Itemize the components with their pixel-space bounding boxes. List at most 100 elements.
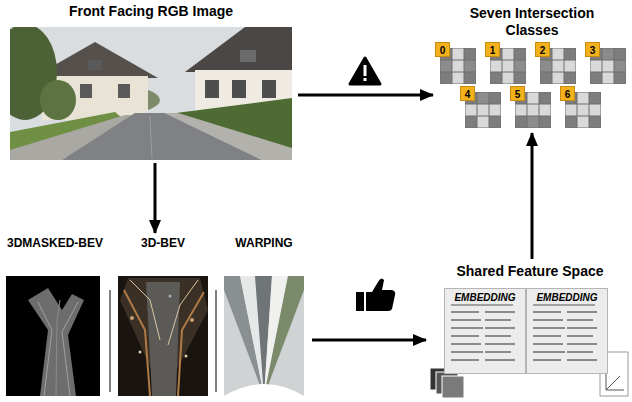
table-heading: EMBEDDING [527,289,607,304]
icon-cell [566,117,577,128]
embedding-table: EMBEDDING [526,288,608,374]
bev-panel: 3D-BEV [113,236,213,396]
class-number: 1 [486,43,499,57]
value-row [533,319,563,321]
icon-cell [453,49,464,60]
icon-cell [515,61,526,72]
icon-cell [565,73,576,84]
icon-cell [615,61,626,72]
icon-cell [603,61,614,72]
header-rule [451,305,513,306]
class-number: 2 [536,43,549,57]
value-row [567,335,593,337]
class-icon: 5 [515,92,551,128]
value-row [533,359,561,361]
bev-panel: WARPING [219,236,309,396]
icon-cell [578,93,589,104]
panel-label: WARPING [219,236,309,251]
value-row [533,327,565,329]
class-number: 5 [511,87,524,101]
icon-cell [490,93,501,104]
class-badge: 6 [560,86,575,101]
icon-cell [540,105,551,116]
icon-cell [603,49,614,60]
value-row [451,335,479,337]
panel-heading: Shared Feature Space [429,262,631,280]
value-row [567,359,597,361]
separator-line [216,290,217,392]
icon-cell [503,73,514,84]
icon-cell [590,117,601,128]
value-row [567,327,597,329]
street-photo [10,27,292,160]
icon-cell [528,105,539,116]
icon-cell [478,105,489,116]
icon-cell [528,117,539,128]
icon-cell [578,105,589,116]
icon-cell [441,61,452,72]
class-icon: 4 [465,92,501,128]
flow-arrow [312,339,426,342]
bev-panel: 3DMASKED-BEV [2,236,108,396]
class-number: 6 [561,87,574,101]
icon-cell [478,93,489,104]
icon-cell [541,61,552,72]
embedding-table: EMBEDDING [444,288,526,374]
icon-cell [515,49,526,60]
warping-image [224,276,304,396]
icon-cell [516,105,527,116]
icon-cell [591,73,602,84]
icon-cell [491,61,502,72]
class-icon: 0 [440,48,476,84]
masked-bev-image [6,276,100,396]
icon-cell [553,61,564,72]
panel-heading: Seven Intersection Classes [444,4,620,39]
thumbs-up-icon [356,278,395,311]
icon-cell [516,117,527,128]
icon-cell [565,49,576,60]
value-row [451,359,479,361]
icon-cell [553,49,564,60]
class-panel: 0123456Seven Intersection Classes [436,4,628,130]
icon-cell [465,49,476,60]
class-badge: 0 [435,42,450,57]
value-row [485,359,515,361]
value-row [567,351,593,353]
icon-cell [465,61,476,72]
icon-cell [466,117,477,128]
icon-cell [603,73,614,84]
class-badge: 1 [485,42,500,57]
value-row [451,327,483,329]
icon-cell [515,73,526,84]
icon-cell [453,73,464,84]
panel-label: 3D-BEV [113,236,213,251]
class-badge: 3 [585,42,600,57]
value-row [485,319,511,321]
value-row [485,351,511,353]
value-row [451,343,481,345]
image-panel: Front Facing RGB Image [7,2,295,160]
header-rule [533,305,595,306]
flow-arrow [154,163,157,233]
class-icon: 2 [540,48,576,84]
class-number: 4 [461,87,474,101]
value-row [533,351,565,353]
icon-cell [491,73,502,84]
icon-cell [466,105,477,116]
class-badge: 2 [535,42,550,57]
icon-cell [615,49,626,60]
value-row [485,335,511,337]
icon-cell [490,105,501,116]
icon-cell [441,73,452,84]
class-number: 0 [436,43,449,57]
value-row [533,343,563,345]
value-row [485,343,515,345]
icon-cell [490,117,501,128]
icon-cell [553,73,564,84]
icon-cell [453,61,464,72]
value-row [533,335,561,337]
value-row [567,319,593,321]
class-icon: 1 [490,48,526,84]
icon-cell [540,93,551,104]
